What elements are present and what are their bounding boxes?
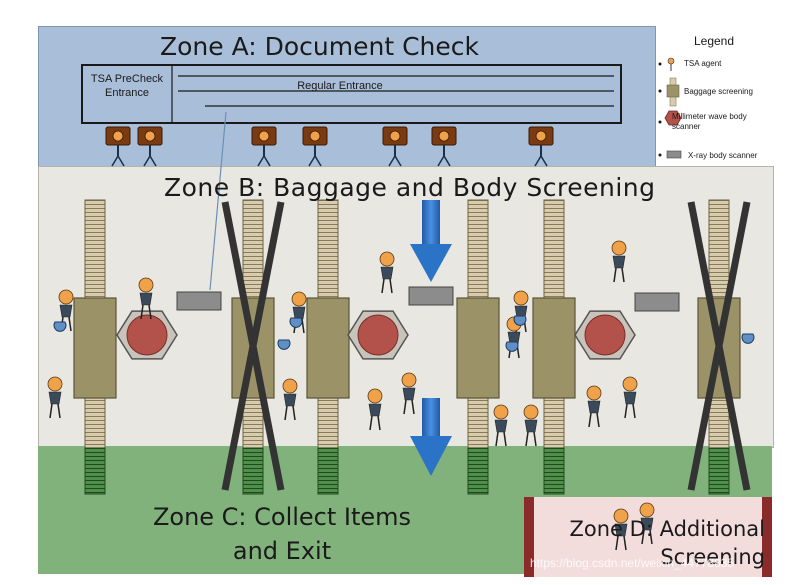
legend-mmwave-icon: [664, 110, 682, 126]
legend-agent-icon: [667, 57, 675, 71]
zone-c-title: Zone C: Collect Items and Exit: [152, 503, 412, 565]
tsa-agent: [493, 404, 509, 447]
regular-entrance-label: Regular Entrance: [297, 80, 383, 92]
tsa-agent: [282, 378, 298, 421]
xray-scanner: [408, 286, 454, 306]
legend-title: Legend: [693, 34, 735, 48]
tsa-agent: [401, 372, 417, 415]
zone-b-title: Zone B: Baggage and Body Screening: [164, 173, 656, 202]
tsa-agent: [138, 277, 154, 320]
tsa-agent: [639, 502, 655, 545]
legend-xray-label: X-ray body scanner: [688, 151, 758, 160]
entrance-box: [81, 64, 622, 124]
tsa-agent: [58, 289, 74, 332]
legend: Legend TSA agent Baggage screening Milli…: [656, 26, 776, 166]
screening-wand: [741, 333, 755, 344]
tsa-agent: [586, 385, 602, 428]
watermark: https://blog.csdn.net/weixin_44778835: [530, 556, 735, 570]
baggage-lane: [221, 199, 285, 495]
baggage-screening-unit: [306, 297, 350, 399]
screening-wand: [277, 339, 291, 350]
tsa-agent: [622, 376, 638, 419]
flow-arrow-down-2: [410, 398, 452, 476]
precheck-entrance-label: TSA PreCheck Entrance: [90, 73, 164, 99]
legend-mmwave-label: Millimeter wave body scanner: [672, 112, 747, 131]
document-check-booth: [105, 126, 131, 167]
baggage-lane: [687, 199, 751, 495]
document-check-booth: [382, 126, 408, 167]
document-check-booth: [302, 126, 328, 167]
tsa-agent: [611, 240, 627, 283]
legend-baggage-icon: [666, 77, 680, 107]
tsa-agent: [47, 376, 63, 419]
millimeter-wave-scanner: [116, 310, 178, 360]
millimeter-wave-scanner: [347, 310, 409, 360]
document-check-booth: [137, 126, 163, 167]
millimeter-wave-scanner: [574, 310, 636, 360]
screening-wand: [505, 341, 519, 352]
baggage-lane: [306, 199, 350, 495]
xray-scanner: [634, 292, 680, 312]
tsa-agent: [613, 508, 629, 551]
lane-closed-mark: [221, 201, 285, 491]
tsa-agent: [523, 404, 539, 447]
baggage-lane: [73, 199, 117, 495]
screening-wand: [513, 315, 527, 326]
document-check-booth: [431, 126, 457, 167]
document-check-booth: [251, 126, 277, 167]
baggage-screening-unit: [73, 297, 117, 399]
lane-closed-mark: [687, 201, 751, 491]
xray-scanner: [176, 291, 222, 311]
legend-swatches: [658, 57, 682, 159]
legend-baggage-label: Baggage screening: [684, 87, 753, 96]
screening-wand: [53, 321, 67, 332]
legend-agent-label: TSA agent: [684, 59, 722, 68]
legend-xray-icon: [666, 150, 682, 159]
flow-arrow-down-1: [410, 200, 452, 282]
screening-wand: [289, 317, 303, 328]
tsa-agent: [506, 316, 522, 359]
zone-a-title: Zone A: Document Check: [160, 32, 479, 61]
entrance-lanes: [171, 65, 614, 291]
tsa-agent: [367, 388, 383, 431]
zone-d-title: Zone D: Additional Screening: [569, 517, 765, 569]
tsa-agent: [379, 251, 395, 294]
baggage-screening-unit: [456, 297, 500, 399]
tsa-agent: [291, 291, 307, 334]
baggage-screening-unit: [532, 297, 576, 399]
document-check-booth: [528, 126, 554, 167]
baggage-lane: [532, 199, 576, 495]
baggage-lane: [456, 199, 500, 495]
